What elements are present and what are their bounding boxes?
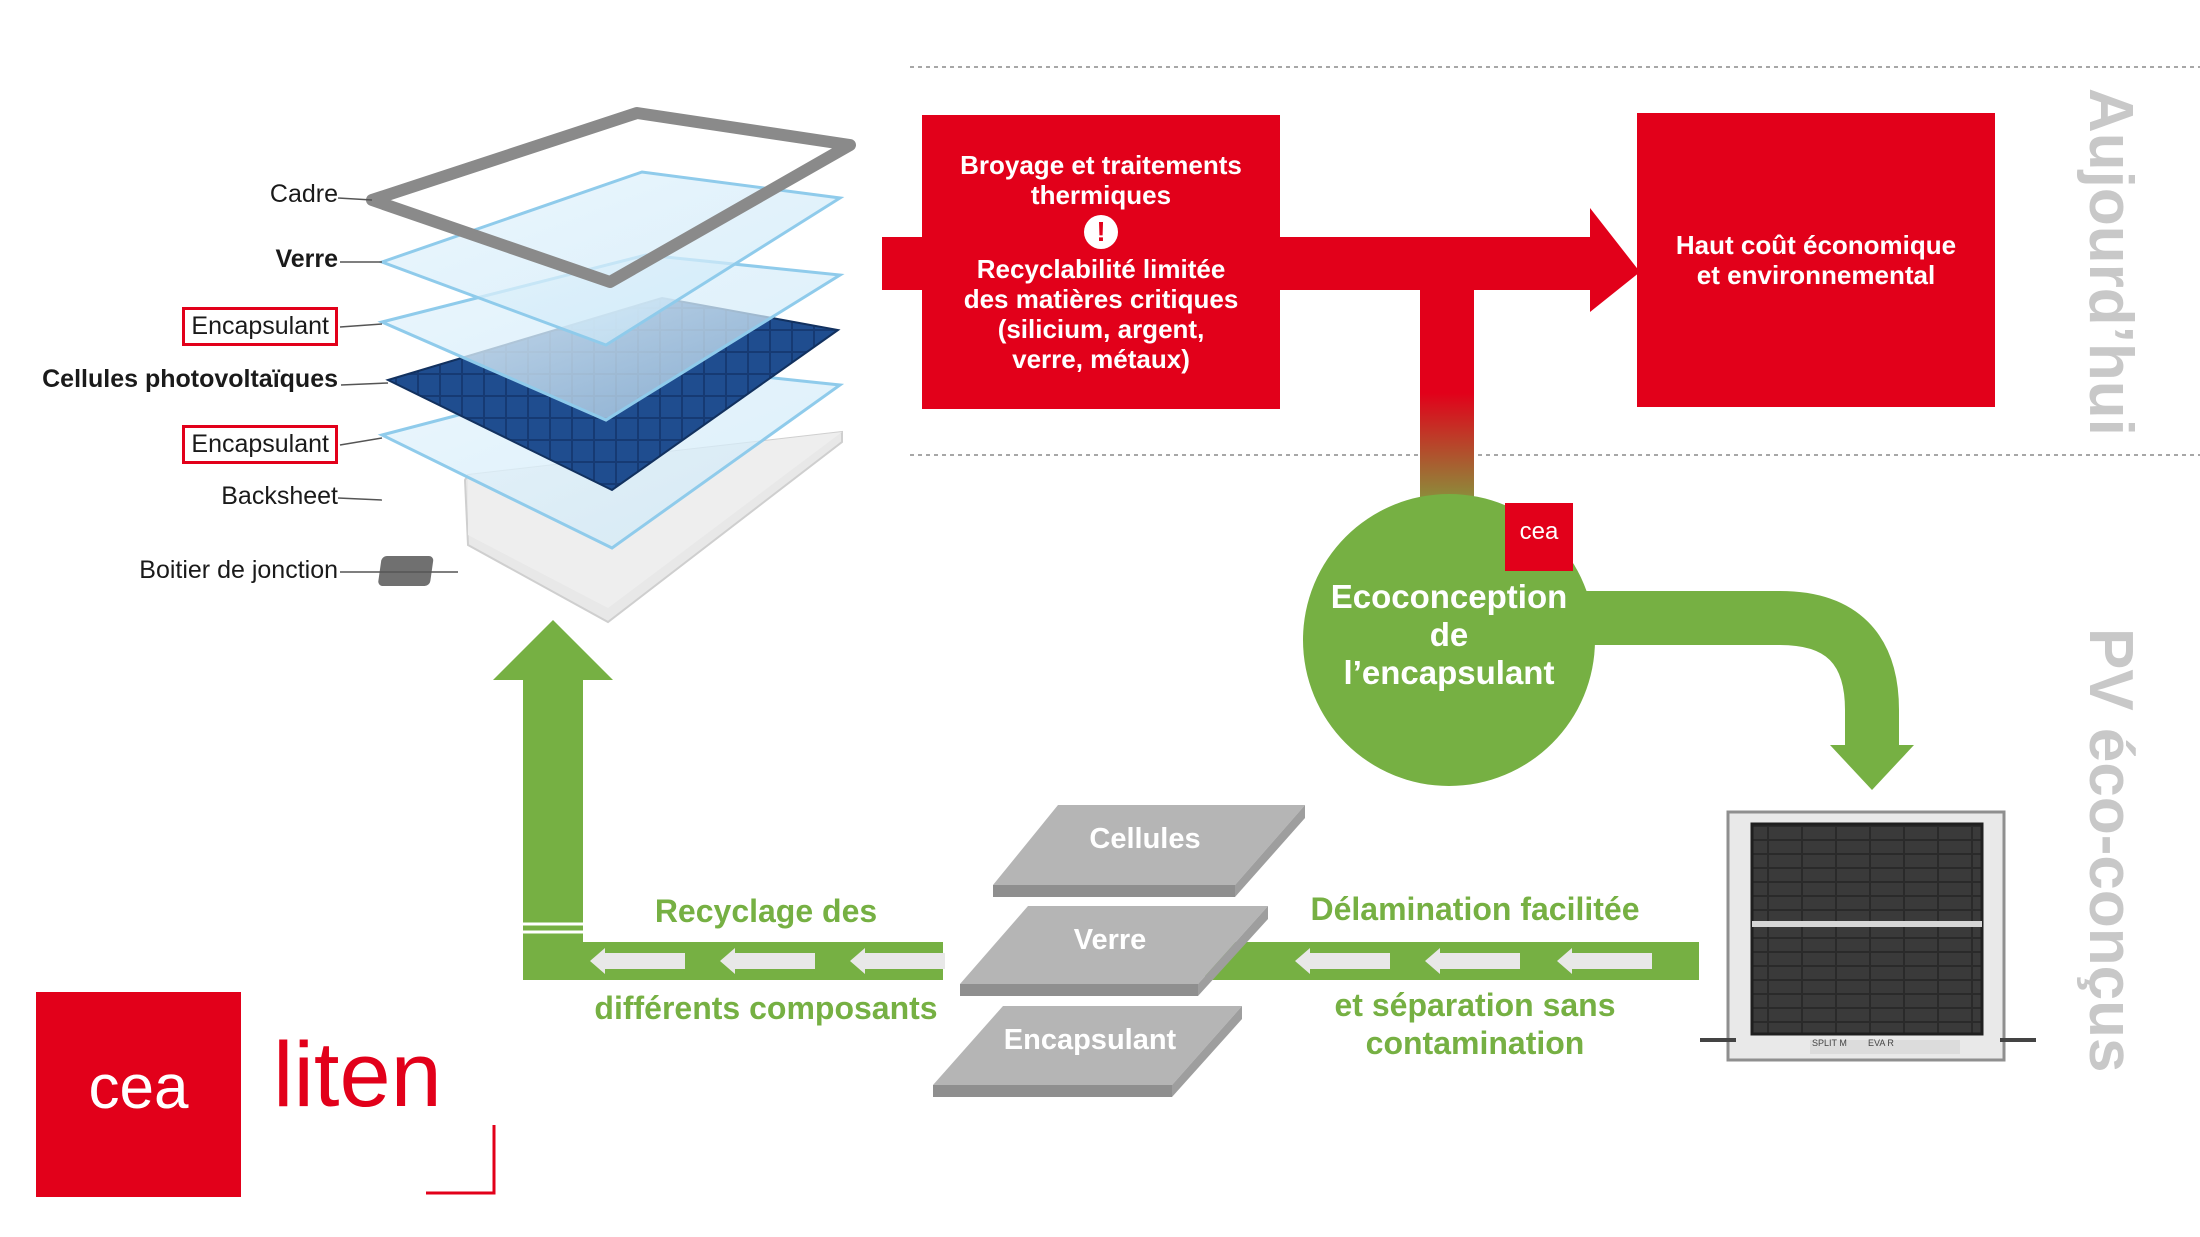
cea-badge [1505,503,1573,571]
eco-module-photo [1700,810,2036,1062]
delamination-label-top: Délamination facilitée [1310,891,1640,927]
delamination-label-bottom1: et séparation sans [1334,987,1616,1023]
slab-label-cells: Cellules [1089,823,1201,855]
cost-line-1: Haut coût économique [1675,230,1957,260]
ecodesign-arrow [1560,591,1899,745]
label-backsheet: Backsheet [221,482,338,510]
ecodesign-line-1: Ecoconception [1330,578,1568,615]
transition-stem [1420,285,1474,525]
label-junction-box: Boitier de jonction [139,556,338,584]
cea-logo-text: cea [88,1053,189,1122]
label-glass: Verre [275,245,338,273]
module-sticker-2: EVA R [1868,1038,1894,1048]
process-line-6: verre, métaux) [1012,344,1190,374]
recycle-up-head [493,620,613,680]
process-line-5: (silicium, argent, [997,314,1205,344]
junction-box [378,556,434,586]
liten-corner [426,1125,496,1195]
delamination-label-bottom2: contamination [1365,1025,1585,1061]
exploded-panel [337,107,856,624]
ecodesign-text: Ecoconception de l’encapsulant [1303,578,1595,692]
section-eco-label: PV éco-conçus [2076,628,2145,1073]
label-cells: Cellules photovoltaïques [42,365,338,393]
warning-icon: ! [1084,215,1118,249]
cost-line-2: et environnemental [1696,260,1936,290]
recycle-up-shaft [523,672,583,980]
section-today-label: Aujourd’hui [2076,88,2145,436]
flow-arrows-right [1295,948,1652,974]
label-frame: Cadre [269,180,338,208]
module-sticker-1: SPLIT M [1812,1038,1847,1048]
liten-logo-text: liten [273,1024,442,1126]
label-encapsulant-bottom: Encapsulant [182,425,338,464]
label-encapsulant-top: Encapsulant [182,307,338,346]
frame-layer [366,107,856,288]
process-line-3: Recyclabilité limitée [976,254,1226,284]
recycle-label-top: Recyclage des [654,893,878,929]
slab-label-glass: Verre [1073,924,1147,956]
process-line-2: thermiques [1030,180,1172,210]
slab-label-encapsulant: Encapsulant [1003,1024,1177,1056]
cea-badge-text: cea [1519,518,1559,545]
recycle-label-bottom: différents composants [594,990,938,1026]
flow-arrows-left [590,948,945,974]
ecodesign-line-3: l’encapsulant [1343,654,1555,691]
process-line-1: Broyage et traitements [960,150,1242,180]
component-slabs [933,805,1305,1097]
cost-box: Haut coût économique et environnemental [1637,113,1995,407]
cea-logo-block [36,992,241,1197]
process-box-today: Broyage et traitements thermiques ! Recy… [922,115,1280,409]
ecodesign-line-2: de [1429,616,1469,653]
process-line-4: des matières critiques [963,284,1239,314]
